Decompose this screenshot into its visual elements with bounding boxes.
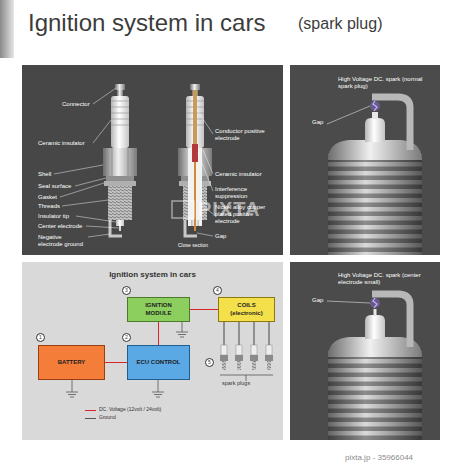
watermark: pixta.jp - 35966044	[345, 453, 413, 462]
box-text: COILS (electronic)	[225, 302, 268, 316]
part-label: Gap	[215, 233, 245, 240]
part-label: Ceramic insulator	[215, 171, 275, 178]
part-label: Center electrode	[38, 223, 93, 230]
part-label: Ceramic insulator	[38, 140, 94, 147]
wire-line	[158, 322, 159, 345]
system-panel: Ignition system in carsIGNITION MODULE CO…	[22, 262, 283, 440]
panel-heading: Ignition system in cars	[22, 270, 283, 279]
wire-line	[190, 309, 218, 310]
coil-box: COILS (electronic)	[218, 297, 275, 322]
wire-line	[105, 362, 127, 363]
part-label: Nickel alloy copper plated positive elec…	[215, 204, 267, 225]
part-label: Conductor positive electrode	[215, 128, 270, 142]
part-label: Insulator tip	[38, 213, 83, 220]
part-label: Gap	[312, 119, 332, 126]
panel-note: High Voltage DC. spark (center electrode…	[338, 272, 433, 286]
panel-note: High Voltage DC. spark (normal spark plu…	[338, 76, 433, 90]
part-label: Gap	[312, 297, 332, 304]
main-title: Ignition system in cars	[28, 9, 265, 37]
watermark: PIXTA	[198, 198, 260, 221]
box-text: BATTERY	[58, 359, 86, 366]
ecu-box: ECU CONTROL	[127, 345, 190, 380]
part-label: Interference suppression	[215, 186, 260, 200]
part-label: Connector	[62, 101, 102, 108]
box-text: IGNITION MODULE	[134, 302, 183, 316]
battery-box: BATTERY	[38, 345, 105, 380]
part-label: Seal surface	[38, 183, 88, 190]
part-label: Gasket	[38, 194, 68, 201]
module-box: IGNITION MODULE	[127, 297, 190, 322]
box-text: ECU CONTROL	[137, 359, 181, 366]
subtitle: (spark plug)	[298, 15, 382, 33]
part-label: Shell	[38, 171, 68, 178]
part-label: Negative electrode ground	[38, 234, 88, 248]
view-note: Close section	[178, 243, 228, 249]
part-label: Threads	[38, 203, 68, 210]
